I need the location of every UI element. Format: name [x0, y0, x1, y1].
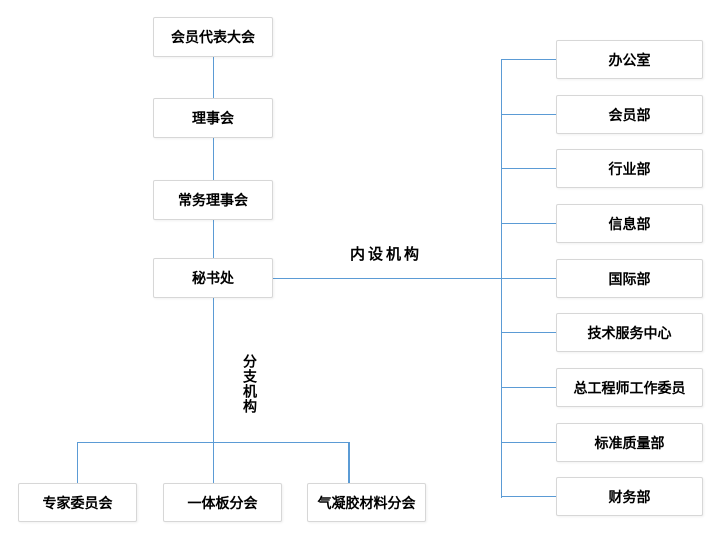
node-information-dept: 信息部 [556, 204, 703, 243]
connector-line-dept-1 [501, 58, 556, 61]
connector-line-branch-horizontal [76, 441, 350, 443]
connector-line-branch-drop-right [348, 442, 350, 483]
node-tech-service-center: 技术服务中心 [556, 313, 703, 352]
node-chief-engineer-committee: 总工程师工作委员 [556, 368, 703, 407]
label-internal-organs: 内设机构 [350, 246, 423, 263]
connector-line-dept-8 [501, 441, 556, 444]
node-office: 办公室 [556, 40, 703, 79]
node-international-dept: 国际部 [556, 259, 703, 298]
connector-line-dept-3 [501, 167, 556, 170]
connector-line-dept-4 [501, 222, 556, 225]
node-council: 理事会 [153, 98, 273, 138]
node-general-assembly: 会员代表大会 [153, 17, 273, 57]
node-standing-council: 常务理事会 [153, 180, 273, 220]
node-aerogel-material-branch: 气凝胶材料分会 [307, 483, 426, 522]
node-finance-dept: 财务部 [556, 477, 703, 516]
node-industry-dept: 行业部 [556, 149, 703, 188]
connector-line-secretariat-to-departments [273, 277, 556, 280]
node-integrated-panel-branch: 一体板分会 [163, 483, 282, 522]
node-membership-dept: 会员部 [556, 95, 703, 134]
node-standards-quality-dept: 标准质量部 [556, 423, 703, 462]
connector-line-dept-7 [501, 386, 556, 389]
connector-line-branch-drop-left [76, 442, 78, 483]
node-secretariat: 秘书处 [153, 258, 273, 298]
node-expert-committee: 专家委员会 [18, 483, 137, 522]
connector-line-dept-9 [501, 495, 556, 498]
connector-line-dept-2 [501, 113, 556, 116]
connector-line-dept-6 [501, 331, 556, 334]
label-branch-organs: 分支机构 [242, 354, 258, 414]
